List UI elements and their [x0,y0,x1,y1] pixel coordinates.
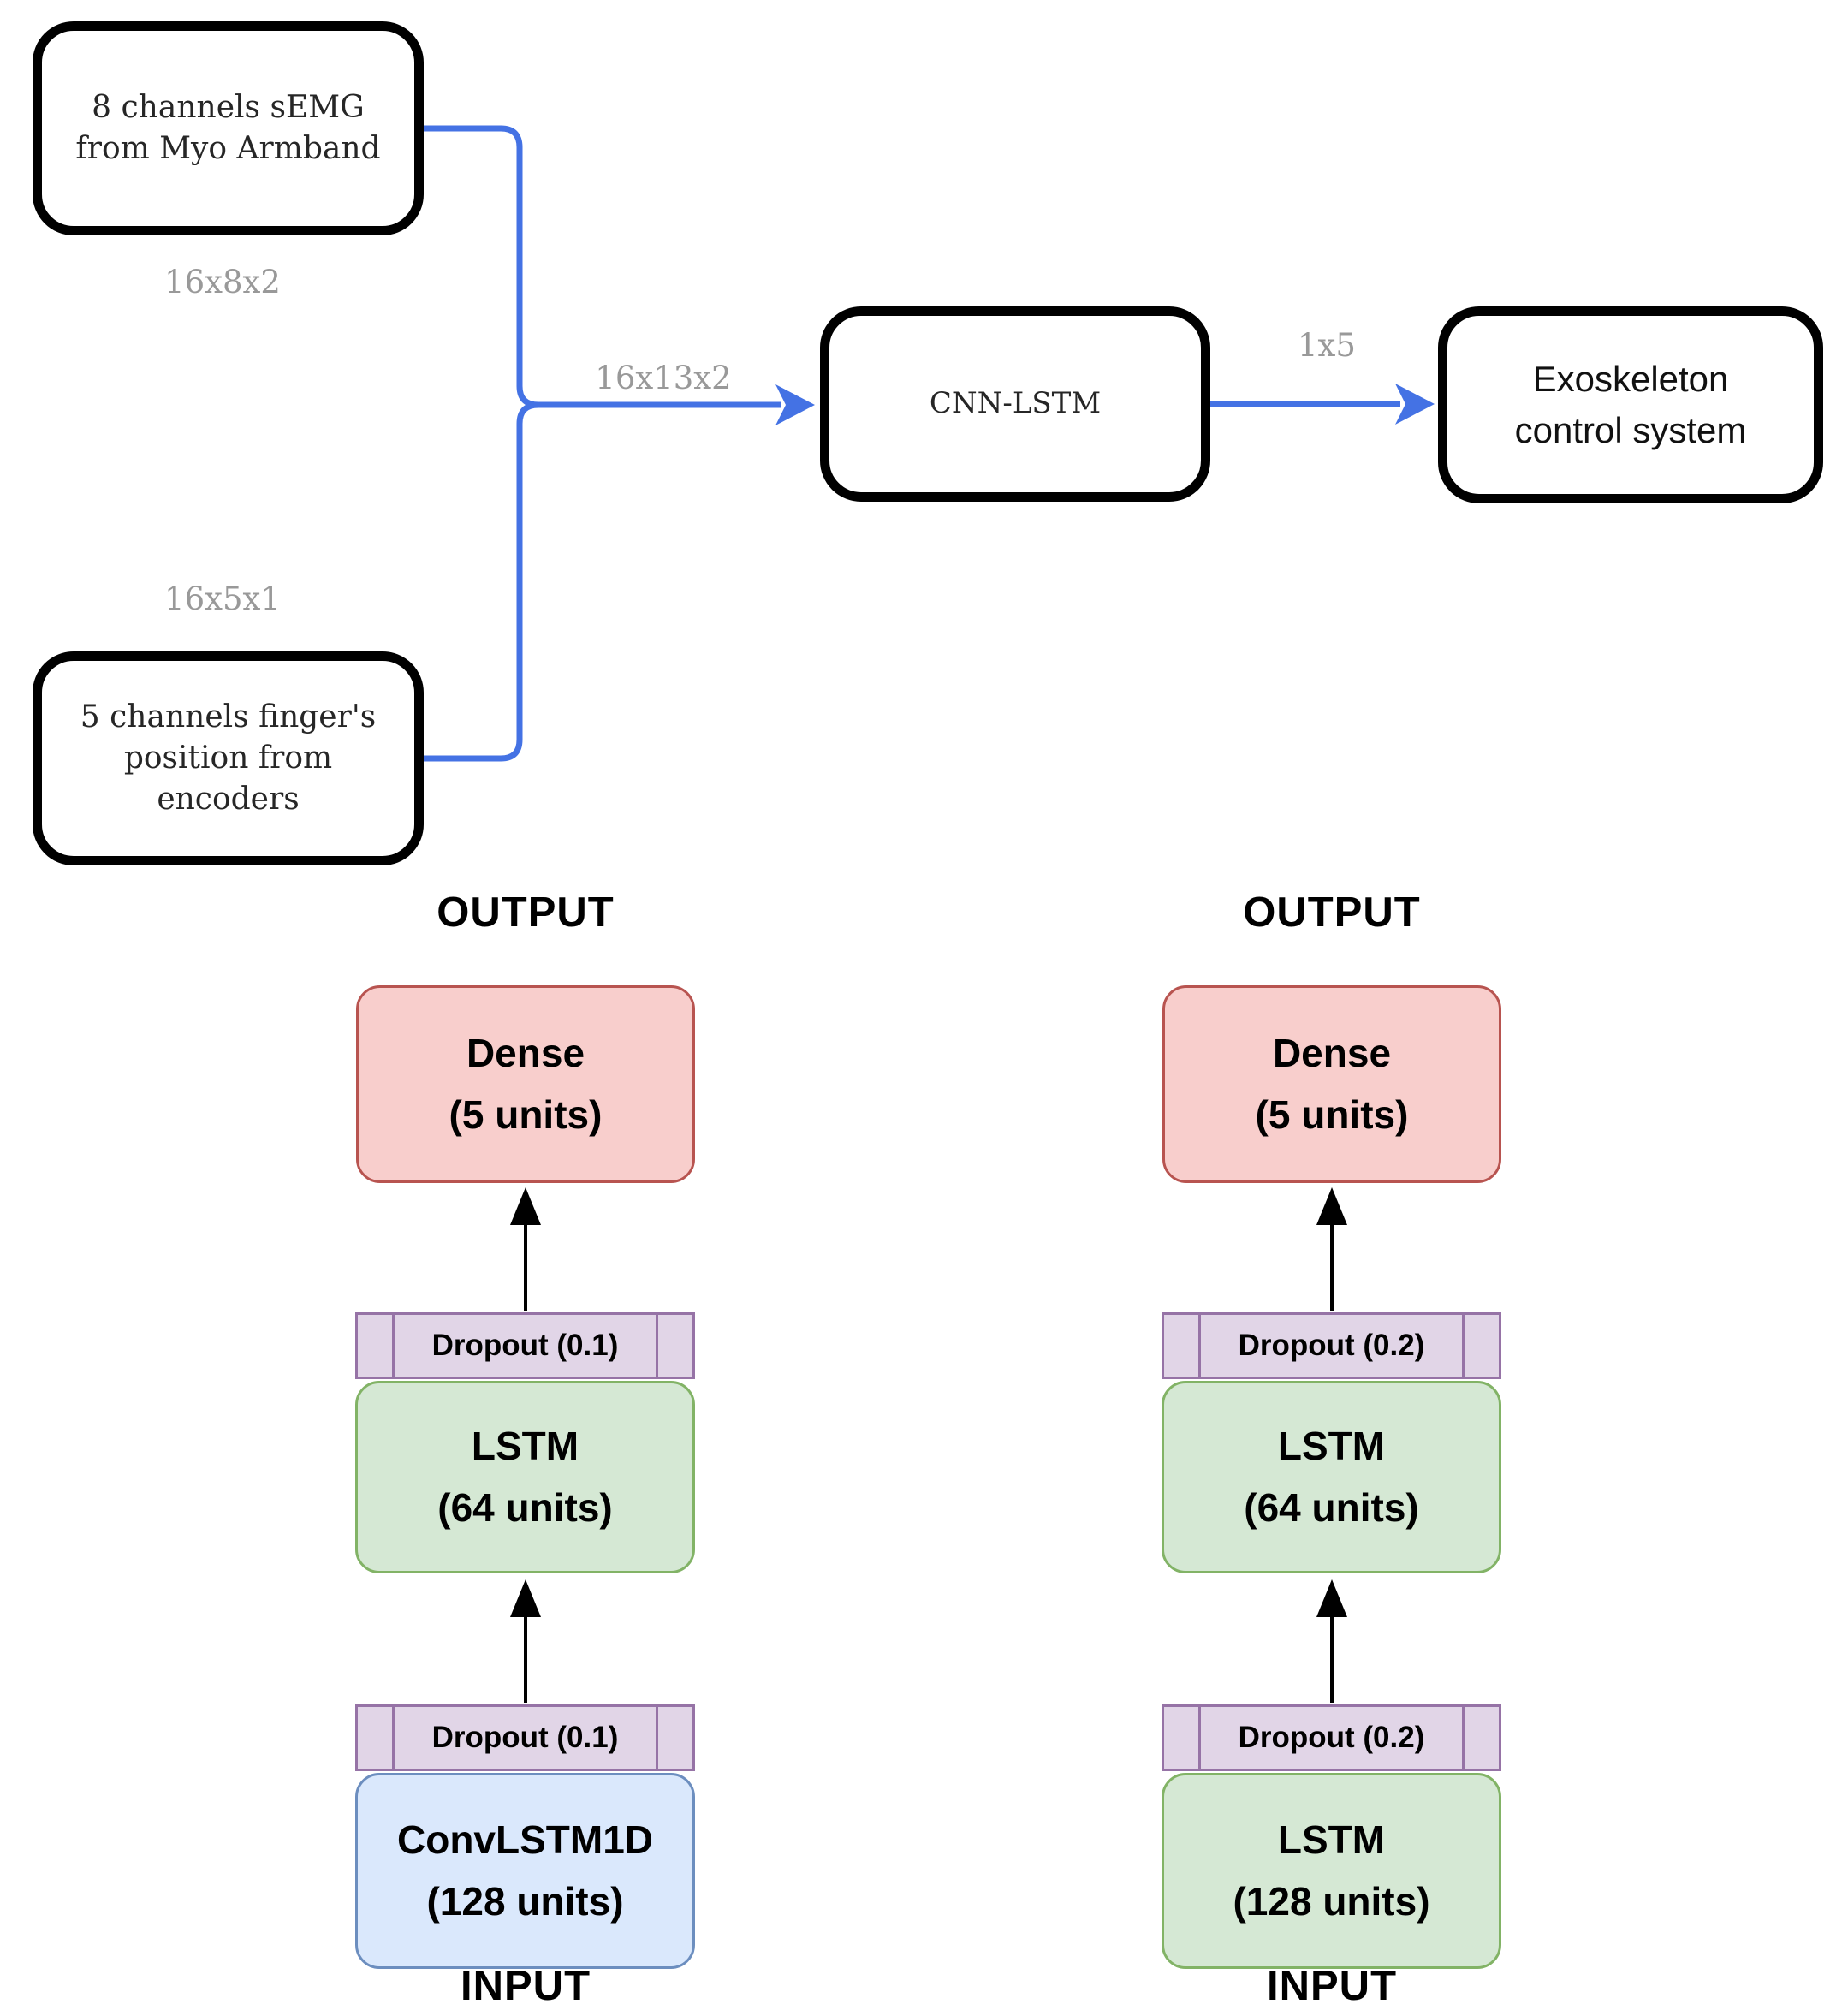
left-convlstm-line1: ConvLSTM1D [397,1817,653,1863]
finger-box-line3: encoders [157,782,300,818]
right-dense-box: Dense (5 units) [1162,985,1501,1183]
left-arrow-dropout-to-dense-head [510,1187,541,1225]
left-input-title: INPUT [461,1963,591,2009]
right-output-title: OUTPUT [1243,889,1421,936]
cnn-lstm-label: CNN-LSTM [929,386,1102,421]
semg-box-line1: 8 channels sEMG [92,89,365,125]
left-dense-line1: Dense [466,1031,585,1076]
merged-arrowhead-icon [775,384,815,425]
left-dropout-lower-bar: Dropout (0.1) [355,1704,695,1771]
left-dropout-upper-bar: Dropout (0.1) [355,1312,695,1379]
left-lstm-line2: (64 units) [437,1484,613,1530]
finger-box-line1: 5 channels finger's [80,699,377,734]
right-dense-line1: Dense [1272,1031,1392,1076]
left-dense-box: Dense (5 units) [356,985,695,1183]
right-lstm-line2: (64 units) [1244,1484,1419,1530]
finger-connector-line [424,401,539,762]
left-dropout-lower-label: Dropout (0.1) [431,1721,619,1754]
right-dense-line2: (5 units) [1255,1091,1409,1137]
right-lstm128-line1: LSTM [1277,1817,1386,1863]
semg-input-box: 8 channels sEMG from Myo Armband [33,21,424,235]
left-convlstm-box: ConvLSTM1D (128 units) [355,1773,695,1969]
right-dropout-lower-bar: Dropout (0.2) [1162,1704,1501,1771]
right-dropout-upper-bar: Dropout (0.2) [1162,1312,1501,1379]
left-convlstm-line2: (128 units) [426,1878,624,1924]
exoskeleton-box: Exoskeleton control system [1438,306,1823,503]
merged-shape-label: 16x13x2 [595,360,732,396]
dropout-cap-divider [1462,1706,1465,1769]
left-dropout-upper-label: Dropout (0.1) [431,1329,619,1362]
exo-arrowhead-icon [1395,384,1435,425]
right-input-title: INPUT [1267,1963,1397,2009]
left-arrow-dropout-to-lstm-head [510,1579,541,1617]
left-lstm-box: LSTM (64 units) [355,1381,695,1573]
dropout-cap-divider [392,1706,395,1769]
semg-box-line2: from Myo Armband [75,131,381,166]
right-lstm128-box: LSTM (128 units) [1162,1773,1501,1969]
finger-shape-label: 16x5x1 [164,580,281,617]
left-dense-line2: (5 units) [449,1091,603,1137]
cnn-lstm-box: CNN-LSTM [820,306,1210,502]
right-dropout-upper-label: Dropout (0.2) [1238,1329,1425,1362]
left-output-title: OUTPUT [437,889,615,936]
right-lstm-box: LSTM (64 units) [1162,1381,1501,1573]
dropout-cap-divider [1198,1706,1201,1769]
exo-box-line2: control system [1514,410,1747,450]
dropout-cap-divider [656,1314,658,1377]
dropout-cap-divider [1198,1314,1201,1377]
right-arrow-dropout-to-lstm-head [1316,1579,1347,1617]
right-lstm128-line2: (128 units) [1233,1878,1430,1924]
semg-shape-label: 16x8x2 [164,264,281,300]
output-shape-label: 1x5 [1298,327,1356,364]
right-dropout-lower-label: Dropout (0.2) [1238,1721,1425,1754]
exo-box-line1: Exoskeleton [1532,359,1729,400]
dropout-cap-divider [392,1314,395,1377]
left-lstm-line1: LSTM [471,1424,579,1469]
dropout-cap-divider [656,1706,658,1769]
right-lstm-line1: LSTM [1277,1424,1386,1469]
dropout-cap-divider [1462,1314,1465,1377]
right-arrow-dropout-to-dense-head [1316,1187,1347,1225]
finger-box-line2: position from [123,740,333,776]
finger-input-box: 5 channels finger's position from encode… [33,651,424,865]
